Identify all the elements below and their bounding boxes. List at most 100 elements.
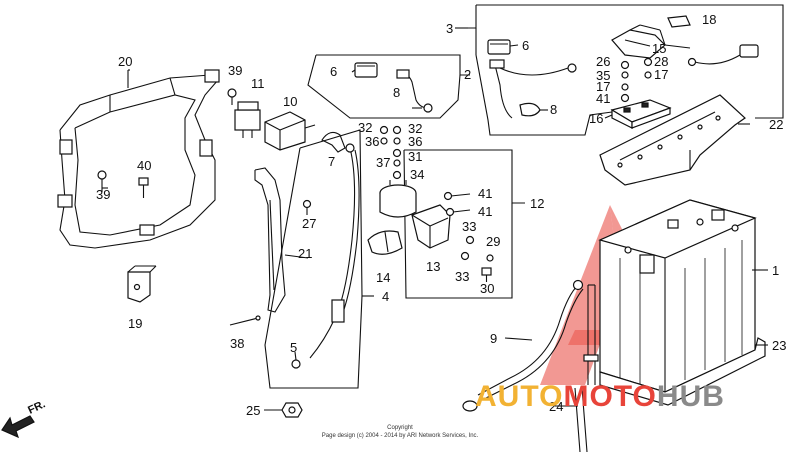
callout-38: 38 [230, 336, 244, 351]
nut-25 [281, 402, 303, 418]
callout-29: 29 [486, 234, 500, 249]
battery-1 [598, 199, 757, 393]
callout-10: 10 [283, 94, 297, 109]
hardware-stack-left [620, 60, 630, 103]
pin-38 [229, 315, 261, 326]
battery-box-frame [57, 69, 220, 249]
watermark-part-moto: MOTO [563, 380, 656, 413]
hardware-32-36 [379, 125, 402, 145]
callout-17-left: 17 [596, 79, 610, 94]
copyright-line-2: Page design (c) 2004 - 2014 by ARI Netwo… [322, 433, 479, 439]
callout-4: 4 [382, 289, 389, 304]
label-18 [667, 15, 691, 28]
terminal-cover-6-right [487, 39, 511, 55]
callout-23: 23 [772, 338, 786, 353]
watermark-wordmark: AUTOMOTOHUB [475, 380, 725, 413]
screw-41-upper [443, 191, 471, 201]
callout-21: 21 [298, 246, 312, 261]
leader-lines [102, 27, 768, 411]
bolt-27 [302, 199, 312, 215]
bracket-13 [411, 204, 451, 249]
callout-20: 20 [118, 54, 132, 69]
battery-strap-21 [254, 167, 286, 313]
callout-12: 12 [530, 196, 544, 211]
fuse-lead-cable [687, 44, 759, 67]
callout-2: 2 [464, 67, 471, 82]
callout-33-lower: 33 [455, 269, 469, 284]
callout-24: 24 [549, 399, 563, 414]
callout-39-top: 39 [228, 63, 242, 78]
callout-22: 22 [769, 117, 783, 132]
callout-28: 28 [654, 54, 668, 69]
callout-8-left: 8 [393, 85, 400, 100]
callout-7: 7 [328, 154, 335, 169]
callout-5: 5 [290, 340, 297, 355]
callout-labels: 1 2 3 4 5 6 6 7 8 8 9 10 11 12 13 14 15 … [96, 12, 786, 418]
battery-base-23 [599, 337, 766, 406]
positive-cable-8-left [396, 69, 433, 113]
screw-39-left [97, 170, 107, 192]
callout-32-left: 32 [358, 120, 372, 135]
callout-32-right: 32 [408, 121, 422, 136]
starter-relay [379, 180, 417, 218]
callout-14: 14 [376, 270, 390, 285]
callout-17-right: 17 [654, 67, 668, 82]
callout-8-right: 8 [550, 102, 557, 117]
hardware-stack-right [643, 57, 653, 79]
callout-39-left: 39 [96, 187, 110, 202]
battery-cable-4 [291, 143, 360, 369]
screw-41-lower [445, 207, 471, 217]
callout-13: 13 [426, 259, 440, 274]
bolt-40 [138, 177, 149, 198]
front-direction-arrow [1, 415, 35, 439]
relay-cover-14 [367, 230, 403, 255]
bracket-19 [127, 265, 157, 303]
front-direction-label: FR. [26, 398, 47, 416]
callout-27: 27 [302, 216, 316, 231]
callout-25: 25 [246, 403, 260, 418]
group-frame-2 [307, 54, 470, 119]
vent-tube-24 [574, 284, 599, 453]
washer-33-upper [465, 235, 475, 245]
group-frame-3 [465, 4, 784, 136]
regulator-10 [264, 111, 316, 151]
hardware-31-37-34 [392, 148, 402, 180]
watermark-part-hub: HUB [657, 380, 725, 413]
callout-34: 34 [410, 167, 424, 182]
callout-16: 16 [589, 111, 603, 126]
callout-15: 15 [652, 41, 666, 56]
fuse-box-15 [611, 24, 666, 59]
callout-33-upper: 33 [462, 219, 476, 234]
positive-cable-main [489, 59, 577, 119]
fuse-holder-16 [610, 99, 672, 129]
callout-30: 30 [480, 281, 494, 296]
group-frame-12 [403, 149, 525, 299]
battery-cover-22 [599, 94, 746, 186]
callout-6-right: 6 [522, 38, 529, 53]
callout-41-fuse: 41 [596, 91, 610, 106]
callout-11: 11 [251, 76, 265, 91]
callout-6-left: 6 [330, 64, 337, 79]
callout-40: 40 [137, 158, 151, 173]
callout-26: 26 [596, 54, 610, 69]
terminal-cover-6-left [354, 62, 378, 78]
callout-31: 31 [408, 149, 422, 164]
copyright-line-1: Copyright [387, 425, 413, 431]
callout-36-right: 36 [408, 134, 422, 149]
callout-9: 9 [490, 331, 497, 346]
callout-37: 37 [376, 155, 390, 170]
callout-41-upper: 41 [478, 186, 492, 201]
negative-cable-9 [462, 279, 584, 412]
screw-29-30 [481, 254, 494, 282]
relay-11 [234, 101, 261, 138]
callout-41-lower: 41 [478, 204, 492, 219]
callout-19: 19 [128, 316, 142, 331]
washer-33-lower [460, 251, 470, 261]
screw-39-top [227, 88, 237, 105]
callout-3: 3 [446, 21, 453, 36]
cable-terminal-8-right [519, 102, 541, 117]
callout-35: 35 [596, 68, 610, 83]
clamp-7 [321, 131, 346, 153]
